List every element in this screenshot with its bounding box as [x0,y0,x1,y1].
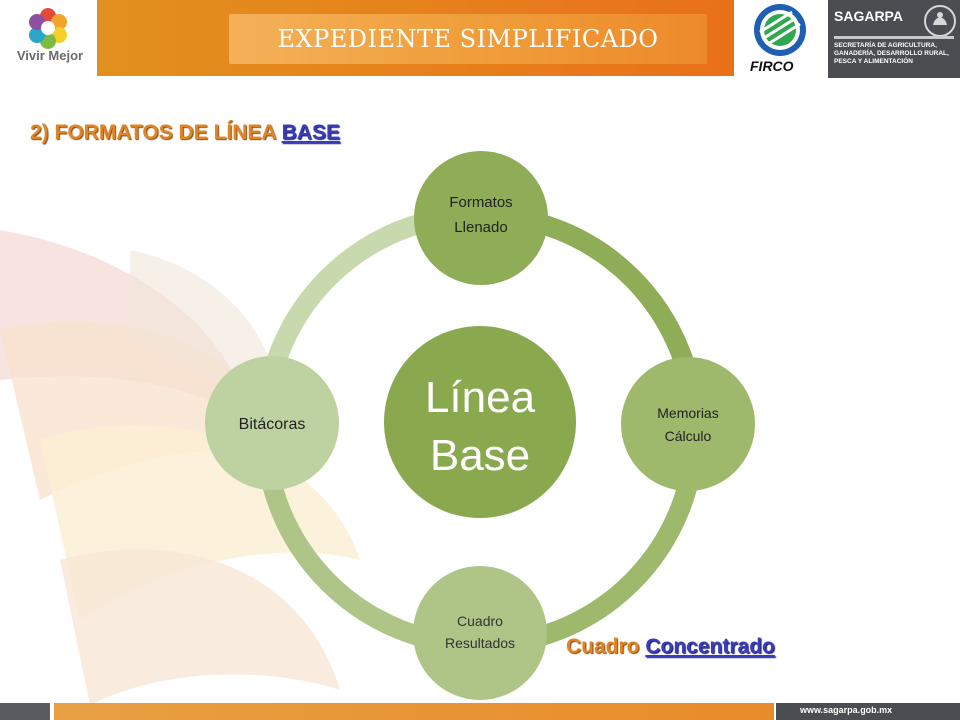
center-label-line1: Línea [425,373,536,422]
vivir-mejor-logo: Vivir Mejor [0,0,95,78]
footer-orange-band [54,703,774,720]
node-memorias-calculo [621,357,755,491]
cuadro-prefix: Cuadro [566,635,646,658]
section-heading-link[interactable]: BASE [281,121,340,144]
node-bottom-label-line2: Resultados [445,635,515,651]
node-top-label-line2: Llenado [454,219,507,236]
node-cuadro-resultados [413,566,547,700]
footer-bar: www.sagarpa.gob.mx [0,703,960,720]
node-left-label: Bitácoras [239,416,306,433]
cuadro-concentrado: Cuadro Concentrado [566,635,775,659]
footer-gray-block [0,703,50,720]
page-title: EXPEDIENTE SIMPLIFICADO [277,25,659,53]
firco-logo: FIRCO [742,0,818,78]
footer-url[interactable]: www.sagarpa.gob.mx [800,705,893,715]
node-bitacoras [205,356,339,490]
firco-text: FIRCO [750,58,794,74]
concentrado-link[interactable]: Concentrado [645,635,775,658]
section-heading: 2) FORMATOS DE LÍNEA BASE [30,121,340,145]
sagarpa-subtitle-line: PESCA Y ALIMENTACIÓN [834,58,913,65]
node-bottom-label-line1: Cuadro [457,613,503,629]
sagarpa-brand: SAGARPA [834,8,903,24]
vivir-mejor-text: Vivir Mejor [16,48,84,63]
node-right-label-line1: Memorias [657,405,718,421]
bg-petal-lower [60,549,340,705]
footer-dark-block [776,703,960,720]
title-band: EXPEDIENTE SIMPLIFICADO [97,0,734,76]
center-node [384,326,576,518]
center-label-line2: Base [430,431,530,480]
sagarpa-divider [834,36,954,39]
firco-emblem-icon [754,4,806,56]
sagarpa-subtitle: SECRETARÍA DE AGRICULTURA, GANADERÍA, DE… [834,42,960,66]
node-formatos-llenado [414,151,548,285]
section-heading-prefix: 2) FORMATOS DE LÍNEA [30,121,282,144]
sagarpa-subtitle-line: GANADERÍA, DESARROLLO RURAL, [834,50,949,57]
sagarpa-subtitle-line: SECRETARÍA DE AGRICULTURA, [834,42,937,49]
flower-logo-icon [29,8,67,49]
node-right-label-line2: Cálculo [665,428,712,444]
node-top-label-line1: Formatos [449,194,512,211]
title-box: EXPEDIENTE SIMPLIFICADO [229,14,707,64]
sagarpa-logo: SAGARPA SECRETARÍA DE AGRICULTURA, GANAD… [828,0,960,78]
